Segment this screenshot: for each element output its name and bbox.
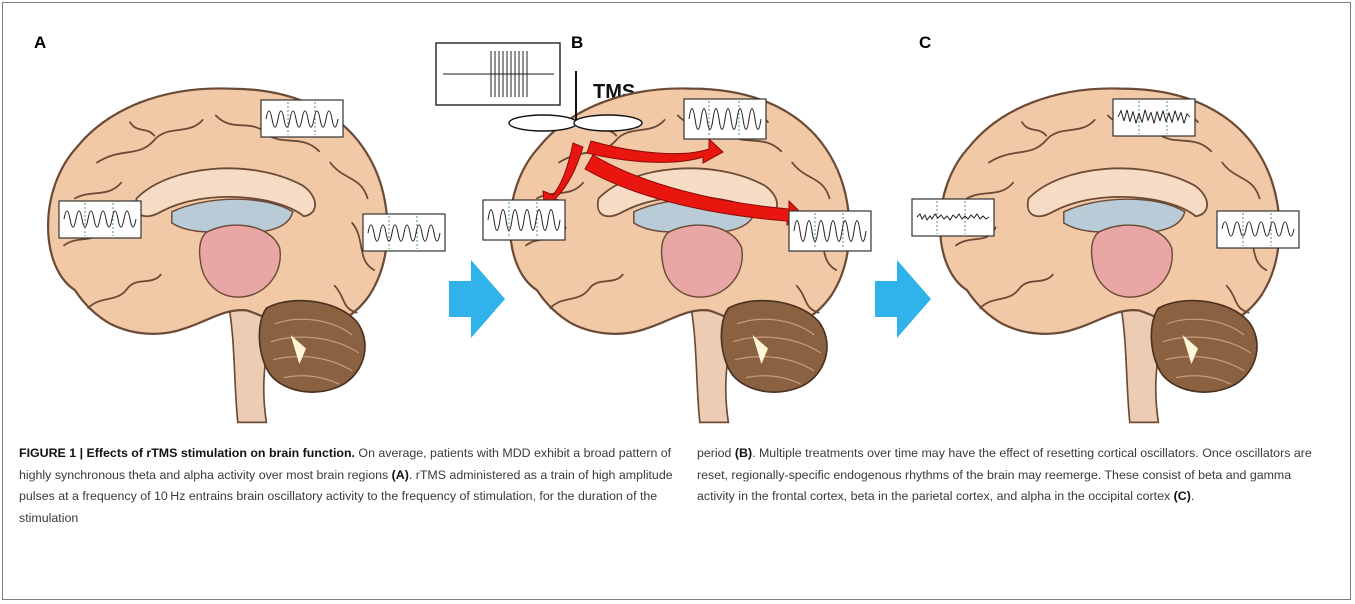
- eeg-a-right: [363, 214, 445, 251]
- eeg-c-left: [912, 199, 994, 236]
- eeg-b-right: [789, 211, 871, 251]
- eeg-a-top: [261, 100, 343, 137]
- figure-title: Effects of rTMS stimulation on brain fun…: [87, 446, 355, 460]
- caption-ref-c: (C): [1174, 489, 1191, 503]
- caption-text-5: .: [1191, 489, 1194, 503]
- caption-ref-b: (B): [735, 446, 752, 460]
- eeg-a-left: [59, 201, 141, 238]
- brain-panel-a: [48, 88, 387, 422]
- figure-illustration: A B C TMS: [3, 3, 1352, 438]
- blue-arrow-1: [449, 260, 505, 338]
- caption-ref-a: (A): [392, 468, 409, 482]
- eeg-b-top: [684, 99, 766, 139]
- blue-arrow-2: [875, 260, 931, 338]
- figure-number: FIGURE 1 |: [19, 446, 83, 460]
- brain-panel-b: [510, 88, 849, 422]
- figure-svg: [3, 3, 1352, 438]
- caption-left-column: FIGURE 1 | Effects of rTMS stimulation o…: [19, 443, 674, 529]
- eeg-b-left: [483, 200, 565, 240]
- caption-right-column: period (B). Multiple treatments over tim…: [697, 443, 1327, 508]
- brain-panel-c: [940, 88, 1279, 422]
- caption-text-4: . Multiple treatments over time may have…: [697, 446, 1312, 503]
- tms-coil: [436, 43, 642, 131]
- caption-text-3: period: [697, 446, 735, 460]
- eeg-c-top: [1113, 99, 1195, 136]
- eeg-c-right: [1217, 211, 1299, 248]
